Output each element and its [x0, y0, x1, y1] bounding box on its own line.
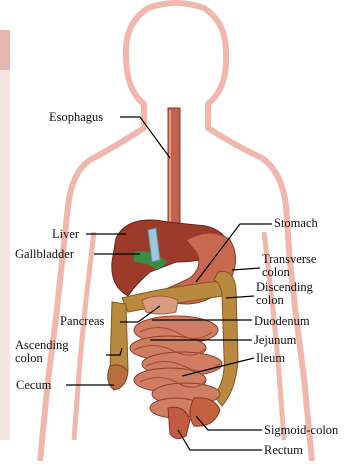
label-transverse-colon-line1: Transverse: [262, 253, 316, 266]
label-liver: Liver: [52, 228, 79, 241]
label-rectum: Rectum: [264, 444, 303, 457]
leader-rectum: [178, 430, 262, 450]
label-ascending-colon-line2: colon: [15, 352, 68, 365]
label-ascending-colon-line1: Ascending: [15, 339, 68, 352]
label-duodenum: Duodenum: [254, 315, 310, 328]
pancreas-organ: [142, 296, 178, 314]
label-descending-colon: Discending colon: [256, 281, 313, 306]
label-transverse-colon: Transverse colon: [262, 253, 316, 278]
label-gallbladder: Gallbladder: [15, 248, 74, 261]
label-jejunum: Jejunum: [254, 334, 296, 347]
label-transverse-colon-line2: colon: [262, 266, 316, 279]
leader-transverse-colon: [232, 268, 260, 270]
left-tint-strip: [0, 70, 10, 440]
label-sigmoid-colon: Sigmoid-colon: [264, 424, 338, 437]
sigmoid-colon-organ: [190, 398, 220, 426]
cecum-organ: [108, 365, 128, 390]
label-ascending-colon: Ascending colon: [15, 339, 68, 364]
label-cecum: Cecum: [16, 379, 51, 392]
label-ileum: Ileum: [256, 352, 285, 365]
label-esophagus: Esophagus: [49, 111, 103, 124]
label-descending-colon-line1: Discending: [256, 281, 313, 294]
label-descending-colon-line2: colon: [256, 294, 313, 307]
label-stomach: Stomach: [274, 217, 318, 230]
label-pancreas: Pancreas: [60, 315, 104, 328]
left-tint-strip-top: [0, 30, 10, 70]
